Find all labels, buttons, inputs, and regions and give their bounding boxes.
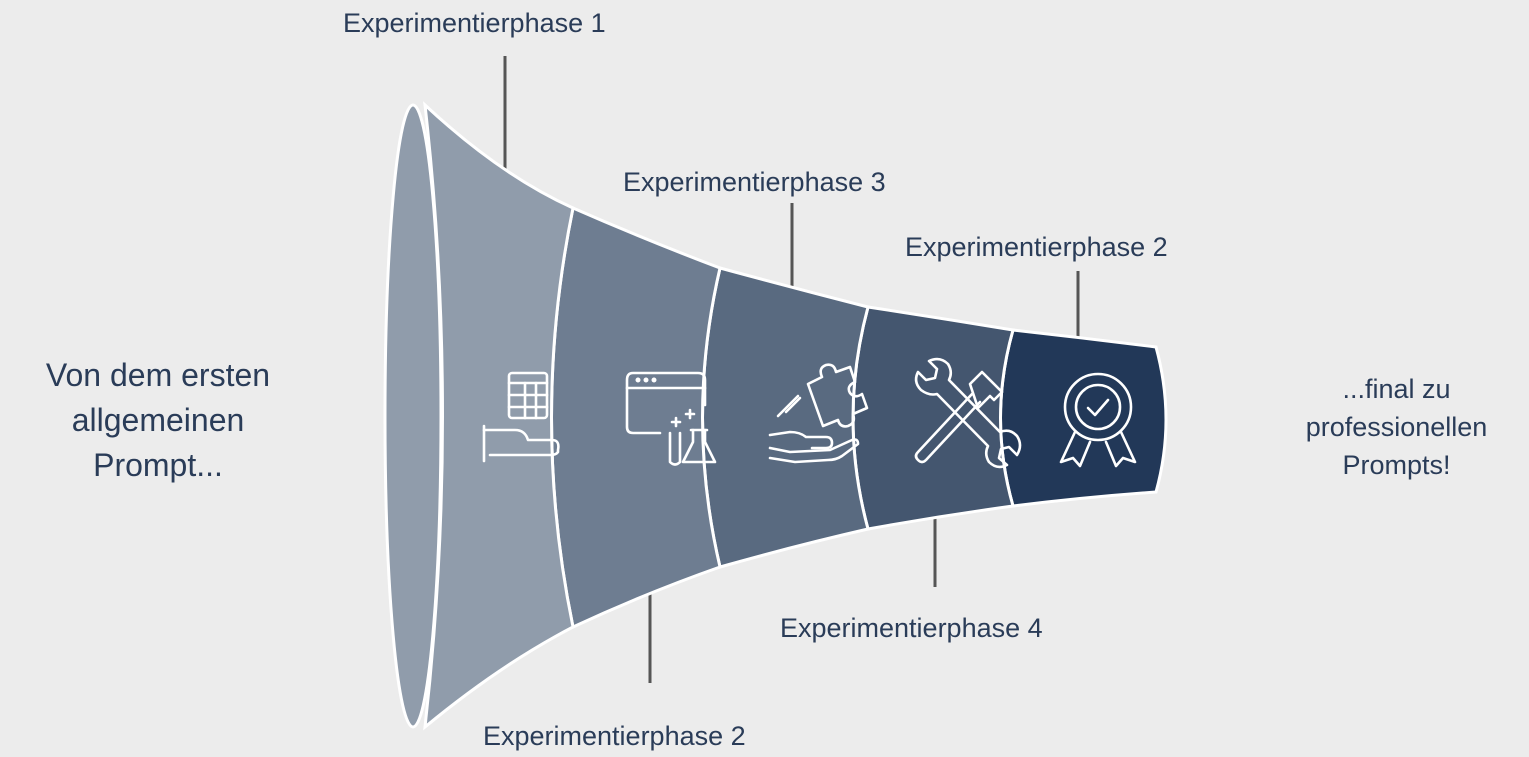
start-caption-line-2: allgemeinen (71, 402, 245, 438)
browser-lab-flask-icon (625, 371, 717, 466)
segment-4 (851, 305, 1015, 531)
connector-lines (503, 56, 1080, 683)
award-badge-check-icon (1059, 372, 1137, 468)
puzzle-piece-hand-icon (768, 363, 869, 464)
start-caption-line-1: Von dem ersten (45, 357, 271, 393)
wrench-hammer-tools-icon (914, 357, 1022, 469)
label-phase-1: Experimentierphase 1 (343, 8, 606, 38)
label-phase-3: Experimentierphase 3 (623, 167, 886, 197)
end-caption-line-3: Prompts! (1342, 450, 1451, 480)
segment-2 (550, 205, 722, 630)
end-caption: ...final zu professionellen Prompts! (1264, 370, 1529, 484)
start-caption-line-3: Prompt... (93, 447, 223, 483)
start-caption: Von dem ersten allgemeinen Prompt... (0, 353, 316, 488)
funnel-mouth (383, 103, 443, 729)
segment-5 (999, 328, 1168, 508)
label-phase-2-bottom: Experimentierphase 2 (483, 721, 746, 751)
spreadsheet-on-hand-icon (482, 371, 560, 463)
label-phase-4: Experimentierphase 4 (780, 613, 1043, 643)
end-caption-line-1: ...final zu (1342, 374, 1451, 404)
segment-3 (701, 266, 870, 569)
segment-1 (423, 101, 575, 731)
label-phase-2-top: Experimentierphase 2 (905, 232, 1168, 262)
end-caption-line-2: professionellen (1305, 412, 1488, 442)
